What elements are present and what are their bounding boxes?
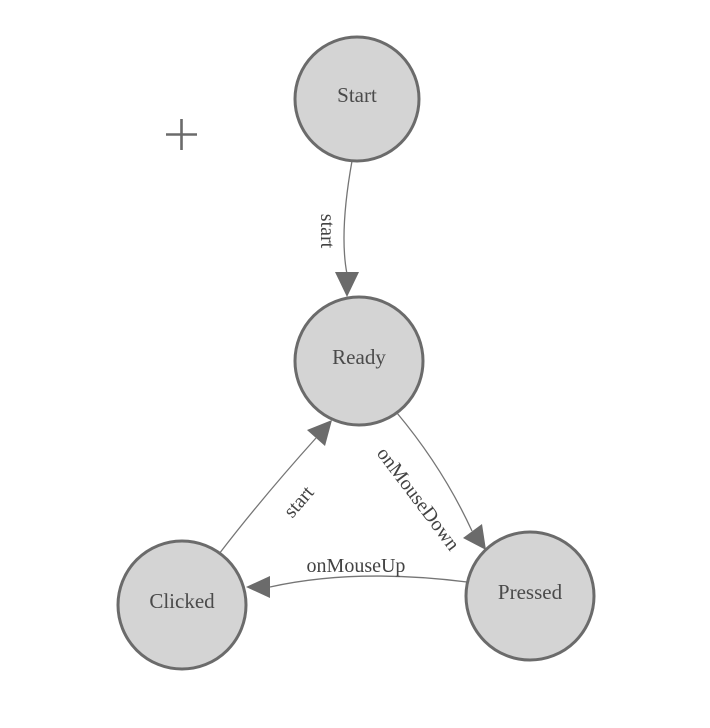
edge-label-start-top: start xyxy=(316,214,338,249)
state-node-clicked-label: Clicked xyxy=(149,589,215,613)
edge-pressed-to-clicked-line[interactable] xyxy=(269,575,468,588)
state-node-pressed-circle[interactable] xyxy=(464,530,596,662)
edge-pressed-to-clicked-arrowhead-icon xyxy=(246,576,270,598)
edge-label-onmouseup: onMouseUp xyxy=(307,555,406,577)
edge-label-onmousedown: onMouseDown xyxy=(372,443,464,555)
state-node-ready[interactable]: Ready xyxy=(293,295,425,427)
edge-clicked-to-ready-line[interactable] xyxy=(218,437,317,555)
edge-label-start-bottom: start xyxy=(279,481,318,522)
state-node-clicked-circle[interactable] xyxy=(116,539,248,671)
state-node-ready-circle[interactable] xyxy=(293,295,425,427)
edge-start-to-ready[interactable]: start xyxy=(316,160,359,297)
edge-ready-to-pressed[interactable]: onMouseDown xyxy=(372,412,486,555)
edge-ready-to-pressed-arrowhead-icon xyxy=(463,524,486,550)
state-node-clicked[interactable]: Clicked xyxy=(116,539,248,671)
state-node-start-label: Start xyxy=(337,83,377,107)
state-node-ready-label: Ready xyxy=(332,345,386,369)
edge-start-to-ready-arrowhead-icon xyxy=(335,272,359,297)
edge-pressed-to-clicked[interactable]: onMouseUp xyxy=(246,555,468,598)
crosshair-icon xyxy=(166,119,197,150)
edge-clicked-to-ready[interactable]: start xyxy=(218,420,332,555)
state-node-pressed[interactable]: Pressed xyxy=(464,530,596,662)
edge-ready-to-pressed-line[interactable] xyxy=(396,412,473,532)
state-node-start-circle[interactable] xyxy=(293,35,421,163)
state-node-start[interactable]: Start xyxy=(293,35,421,163)
state-node-pressed-label: Pressed xyxy=(498,580,563,604)
edge-clicked-to-ready-arrowhead-icon xyxy=(307,420,332,446)
edge-start-to-ready-line[interactable] xyxy=(343,160,353,275)
